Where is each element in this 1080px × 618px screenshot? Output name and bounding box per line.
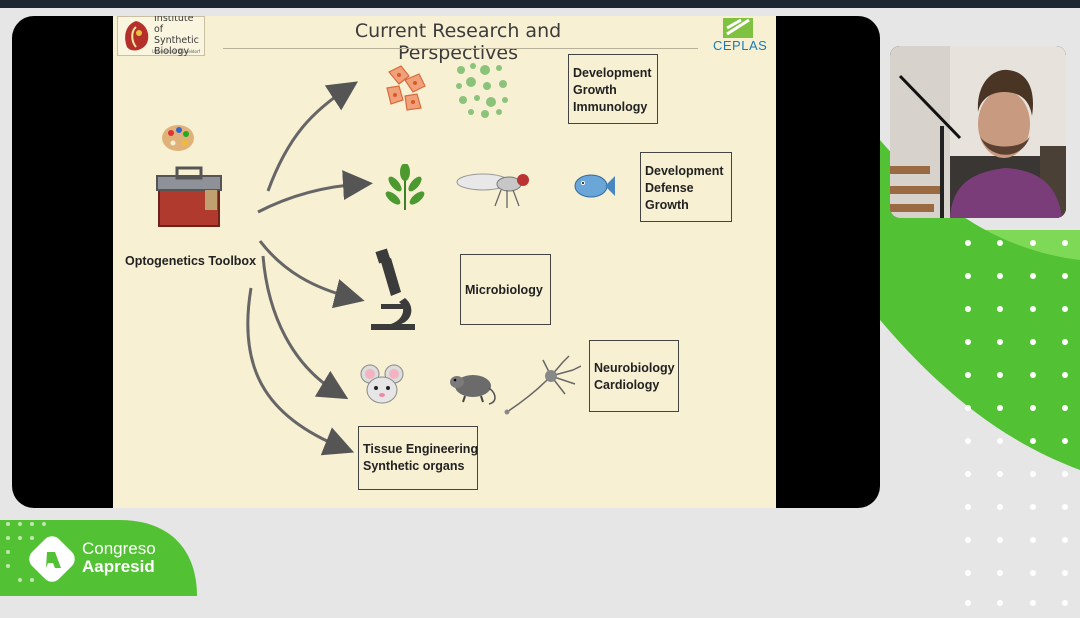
box-development-growth-immunology: Development Growth Immunology [568,54,658,124]
box-2-line-1: Development [645,164,724,178]
institute-emblem-icon [125,21,149,51]
title-divider [223,48,698,49]
box-microbiology: Microbiology [460,254,551,325]
presentation-video: Institute of Synthetic Biology Universit… [12,16,880,508]
box-neurobiology-cardiology: Neurobiology Cardiology [589,340,679,412]
box-1-line-3: Immunology [573,100,648,114]
leaf-icon [385,164,425,210]
arrow-plants [257,170,373,214]
box-4-line-1: Neurobiology [594,361,675,375]
mouse-icon [360,364,404,404]
rat-icon [450,375,496,405]
brand-logo-area [29,536,75,582]
box-development-defense-growth: Development Defense Growth [640,152,732,222]
ceplas-emblem-icon [723,18,753,38]
arrow-development [266,81,359,192]
fish-icon [574,174,615,198]
box-3-line-1: Microbiology [465,283,543,297]
arrow-neurobiology [261,255,349,400]
arrow-microbiology [258,240,365,309]
speaker-webcam [890,46,1066,218]
slide-title: Current Research and Perspectives [354,20,562,64]
box-5-line-1: Tissue Engineering [363,442,479,456]
box-1-line-2: Growth [573,83,617,97]
arrows-diagram [246,81,373,456]
microbes-icon [456,63,508,118]
cells-icon [386,65,426,111]
institute-line-2: Synthetic [154,35,199,46]
box-2-line-2: Defense [645,181,694,195]
institute-logo: Institute of Synthetic Biology Universit… [117,16,205,57]
brand-line-1: Congreso [82,539,156,558]
box-1-line-1: Development [573,66,652,80]
box-5-line-2: Synthetic organs [363,459,465,473]
brand-name: Congreso Aapresid [82,540,156,576]
institute-line-3: Biology [154,46,190,57]
box-2-line-3: Growth [645,198,689,212]
brand-line-2: Aapresid [82,557,155,576]
top-bar [0,0,1080,8]
speaker-image [890,46,1066,218]
aapresid-logo-icon [29,536,75,582]
palette-icon [162,125,194,151]
institute-line-1: Institute of [154,16,194,35]
institute-subline: University of Düsseldorf [152,49,200,54]
toolbox-label: Optogenetics Toolbox [125,254,257,268]
neuron-icon [504,355,581,415]
ceplas-text: CEPLAS [713,38,768,53]
ceplas-logo: CEPLAS [713,16,773,56]
slide: Institute of Synthetic Biology Universit… [113,16,776,508]
box-4-line-2: Cardiology [594,378,660,392]
arrow-tissue [246,287,355,456]
box-tissue-engineering: Tissue Engineering Synthetic organs [358,426,478,490]
microscope-icon [371,248,415,330]
fly-icon [456,173,529,208]
toolbox-icon [156,166,222,227]
